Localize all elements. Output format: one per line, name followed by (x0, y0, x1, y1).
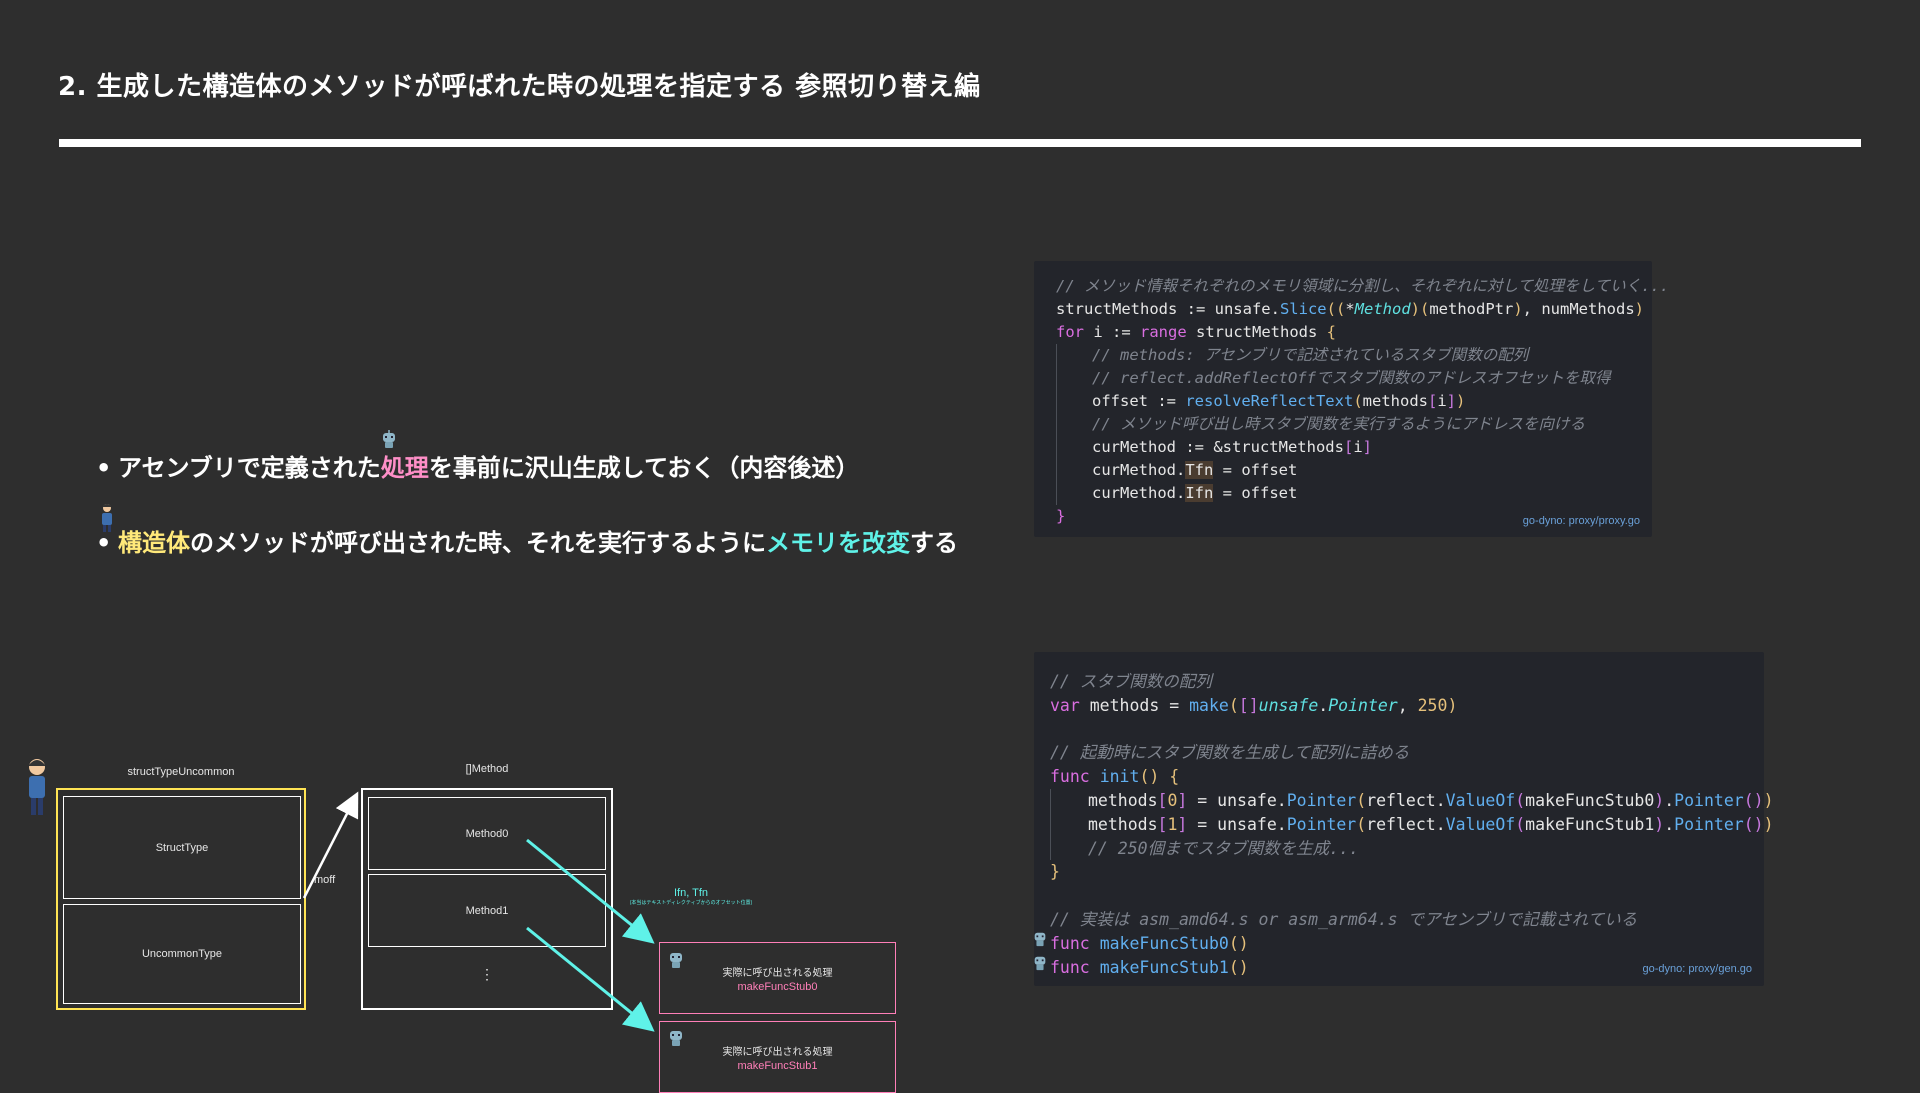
bullet-text-segment: する (910, 529, 958, 557)
bullet-text-segment: メモリを改変 (766, 529, 910, 557)
person-icon (102, 504, 112, 532)
code-line: curMethod := &structMethods[i] (1056, 436, 1669, 459)
code-line: for i := range structMethods { (1056, 323, 1336, 341)
robot-icon (383, 430, 395, 448)
stub0-box: 実際に呼び出される処理 makeFuncStub0 (659, 942, 896, 1014)
moff-label: moff (314, 874, 336, 886)
uncommontype-cell: UncommonType (63, 904, 301, 1004)
code-line: // reflect.addReflectOffでスタブ関数のアドレスオフセット… (1056, 367, 1669, 390)
method0-arrow (526, 838, 655, 944)
code-line: curMethod.Ifn = offset (1056, 482, 1669, 505)
bullet-dot: • (96, 454, 112, 482)
code-line: func makeFuncStub1() (1050, 957, 1249, 977)
bullet-text-segment: を事前に沢山生成しておく（内容後述） (428, 454, 860, 482)
code-line: methods[0] = unsafe.Pointer(reflect.Valu… (1050, 788, 1774, 813)
code-lines: // スタブ関数の配列 var methods = make([]unsafe.P… (1050, 670, 1774, 979)
code-line: structMethods := unsafe.Slice((*Method)(… (1056, 300, 1644, 318)
method-array-label: []Method (465, 763, 509, 775)
code-line: // 250個までスタブ関数を生成... (1050, 836, 1774, 861)
code-line: // 起動時にスタブ関数を生成して配列に詰める (1050, 743, 1410, 763)
method0-cell: Method0 (368, 797, 606, 870)
title-divider (59, 139, 1861, 147)
bullet-item-2: •構造体のメソッドが呼び出された時、それを実行するようにメモリを改変する (96, 523, 958, 558)
code-line: // methods: アセンブリで記述されているスタブ関数の配列 (1056, 344, 1669, 367)
struct-box (56, 788, 306, 1010)
bullet-text-segment: 構造体 (118, 529, 190, 557)
slide-title: 2. 生成した構造体のメソッドが呼ばれた時の処理を指定する 参照切り替え編 (58, 72, 981, 102)
code-line: // メソッド情報それぞれのメモリ領域に分割し、それぞれに対して処理をしていく.… (1056, 277, 1670, 295)
code-line: methods[1] = unsafe.Pointer(reflect.Valu… (1050, 812, 1774, 837)
bullet-text-segment: 処理 (380, 454, 429, 482)
bullet-item-1: •アセンブリで定義された処理を事前に沢山生成しておく（内容後述） (96, 448, 859, 483)
code-line: // 実装は asm_amd64.s or asm_arm64.s でアセンブリ… (1050, 909, 1638, 929)
structtype-cell: StructType (63, 796, 301, 899)
code-line: } (1056, 507, 1066, 525)
ifn-tfn-label: Ifn, Tfn (本当はテキストディレクティブからのオフセット位置) (629, 887, 753, 906)
person-icon (29, 759, 45, 815)
code-line: func init() { (1050, 767, 1180, 787)
code-block-proxy: // メソッド情報それぞれのメモリ領域に分割し、それぞれに対して処理をしていく.… (1034, 261, 1669, 537)
ellipsis: ⋮ (480, 966, 494, 982)
code-lines: // メソッド情報それぞれのメモリ領域に分割し、それぞれに対して処理をしていく.… (1056, 275, 1669, 528)
bullet-dot: • (96, 529, 112, 557)
robot-icon (670, 953, 682, 968)
method1-cell: Method1 (368, 874, 606, 947)
code-line: // メソッド呼び出し時スタブ関数を実行するようにアドレスを向ける (1056, 413, 1669, 436)
robot-icon (670, 1031, 682, 1046)
code-block-gen: // スタブ関数の配列 var methods = make([]unsafe.P… (1034, 652, 1774, 986)
bullet-text-segment: アセンブリで定義された (118, 454, 381, 482)
code-line: // スタブ関数の配列 (1050, 672, 1212, 691)
robot-icon (1034, 956, 1046, 971)
code-line: } (1050, 862, 1060, 882)
code-source-label[interactable]: go-dyno: proxy/gen.go (1642, 963, 1752, 976)
struct-label: structTypeUncommon (127, 766, 235, 778)
code-line: offset := resolveReflectText(methods[i]) (1056, 390, 1669, 413)
bullet-text-segment: のメソッドが呼び出された時、それを実行するように (190, 529, 766, 557)
code-source-label[interactable]: go-dyno: proxy/proxy.go (1522, 515, 1640, 527)
method1-arrow (526, 926, 655, 1032)
code-line: curMethod.Tfn = offset (1056, 459, 1669, 482)
moff-arrow (302, 791, 359, 899)
code-line: func makeFuncStub0() (1050, 933, 1249, 953)
code-line: var methods = make([]unsafe.Pointer, 250… (1050, 695, 1458, 715)
robot-icon (1034, 932, 1046, 947)
method-array-box (361, 788, 613, 1010)
